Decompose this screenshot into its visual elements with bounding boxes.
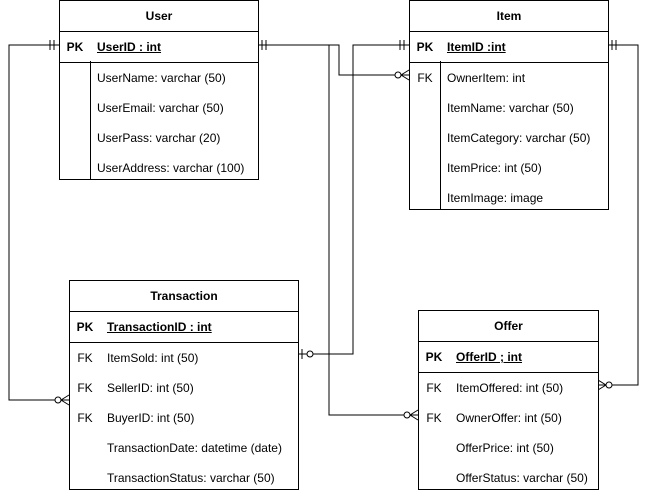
attribute-row[interactable]: UserName: varchar (50) — [60, 63, 258, 93]
attribute-name: TransactionID : int — [107, 320, 212, 334]
attribute-name: OwnerItem: int — [447, 71, 526, 85]
attribute-row[interactable]: UserAddress: varchar (100) — [60, 153, 258, 183]
one-only-marker-user-left — [49, 40, 55, 50]
one-only-marker-user-right — [261, 40, 267, 50]
attribute-name: BuyerID: int (50) — [107, 411, 195, 425]
entity-title: User — [60, 1, 258, 32]
entity-transaction[interactable]: Transaction PK TransactionID : int FK It… — [69, 280, 299, 490]
attribute-row[interactable]: ItemPrice: int (50) — [410, 153, 608, 183]
column-divider — [90, 61, 91, 179]
zero-many-marker-transaction-sellerid — [54, 394, 70, 406]
pk-row[interactable]: PK UserID : int — [60, 32, 258, 63]
key-label — [419, 433, 449, 463]
one-only-marker-item-left — [399, 40, 405, 50]
key-label — [60, 153, 90, 183]
key-label: PK — [416, 40, 434, 54]
pk-row[interactable]: PK ItemID :int — [410, 32, 608, 63]
relationship-user-transaction — [8, 44, 69, 401]
relationship-item-offer — [598, 44, 639, 386]
entity-title: Transaction — [70, 281, 298, 312]
attribute-row[interactable]: TransactionDate: datetime (date) — [70, 433, 298, 463]
relationship-item-transaction — [298, 44, 409, 355]
attribute-name: UserID : int — [97, 40, 162, 54]
one-only-marker-item-right — [611, 40, 617, 50]
key-label: FK — [426, 381, 442, 395]
key-label: FK — [77, 351, 93, 365]
attribute-row[interactable]: ItemName: varchar (50) — [410, 93, 608, 123]
key-label: FK — [426, 411, 442, 425]
attribute-row[interactable]: TransactionStatus: varchar (50) — [70, 463, 298, 493]
attribute-name: OfferID ; int — [456, 350, 522, 364]
key-label — [60, 123, 90, 153]
key-label: FK — [417, 71, 433, 85]
attribute-row[interactable]: FK SellerID: int (50) — [70, 373, 298, 403]
attribute-name: ItemSold: int (50) — [107, 351, 199, 365]
relationship-user-item-owner — [258, 44, 409, 76]
key-label — [60, 93, 90, 123]
entity-title: Offer — [419, 311, 598, 342]
pk-row[interactable]: PK OfferID ; int — [419, 342, 598, 373]
attribute-name: UserPass: varchar (20) — [97, 131, 221, 145]
key-label — [410, 183, 440, 213]
attribute-name: ItemCategory: varchar (50) — [447, 131, 591, 145]
attribute-name: ItemPrice: int (50) — [447, 161, 542, 175]
attribute-row[interactable]: FK BuyerID: int (50) — [70, 403, 298, 433]
attribute-name: OfferPrice: int (50) — [456, 441, 554, 455]
attribute-row[interactable]: OfferPrice: int (50) — [419, 433, 598, 463]
zero-many-marker-offer-owneroffer — [403, 409, 419, 421]
key-label — [60, 63, 90, 93]
attribute-name: ItemID :int — [447, 40, 506, 54]
entity-user[interactable]: User PK UserID : int UserName: varchar (… — [59, 0, 259, 180]
attribute-row[interactable]: UserEmail: varchar (50) — [60, 93, 258, 123]
attribute-name: ItemImage: image — [447, 191, 544, 205]
attribute-name: ItemOffered: int (50) — [456, 381, 564, 395]
attribute-row[interactable]: ItemCategory: varchar (50) — [410, 123, 608, 153]
attribute-row[interactable]: FK OwnerItem: int — [410, 63, 608, 93]
key-label — [410, 153, 440, 183]
key-label — [410, 93, 440, 123]
attribute-row[interactable]: FK OwnerOffer: int (50) — [419, 403, 598, 433]
key-label — [70, 433, 100, 463]
key-label — [70, 463, 100, 493]
key-label: PK — [425, 350, 443, 364]
attribute-name: UserEmail: varchar (50) — [97, 101, 224, 115]
attribute-row[interactable]: FK ItemOffered: int (50) — [419, 373, 598, 403]
key-label — [419, 463, 449, 493]
attribute-name: UserName: varchar (50) — [97, 71, 226, 85]
column-divider — [440, 61, 441, 209]
entity-item[interactable]: Item PK ItemID :int FK OwnerItem: int It… — [409, 0, 609, 210]
key-label: FK — [77, 381, 93, 395]
attribute-row[interactable]: ItemImage: image — [410, 183, 608, 213]
key-label: PK — [66, 40, 84, 54]
attribute-name: OwnerOffer: int (50) — [456, 411, 562, 425]
zero-many-marker-offer-itemoffered — [597, 379, 613, 391]
key-label — [410, 123, 440, 153]
entity-title: Item — [410, 1, 608, 32]
zero-one-marker-transaction-itemsold — [306, 350, 314, 358]
key-label: FK — [77, 411, 93, 425]
attribute-row[interactable]: OfferStatus: varchar (50) — [419, 463, 598, 493]
attribute-name: UserAddress: varchar (100) — [97, 161, 245, 175]
attribute-name: TransactionStatus: varchar (50) — [107, 471, 275, 485]
attribute-name: ItemName: varchar (50) — [447, 101, 574, 115]
pk-row[interactable]: PK TransactionID : int — [70, 312, 298, 343]
attribute-name: TransactionDate: datetime (date) — [107, 441, 282, 455]
relationship-user-offer — [258, 44, 418, 416]
attribute-name: OfferStatus: varchar (50) — [456, 471, 588, 485]
zero-many-marker-item-owneritem — [394, 69, 410, 81]
key-label: PK — [76, 320, 94, 334]
attribute-row[interactable]: UserPass: varchar (20) — [60, 123, 258, 153]
attribute-name: SellerID: int (50) — [107, 381, 194, 395]
entity-offer[interactable]: Offer PK OfferID ; int FK ItemOffered: i… — [418, 310, 599, 490]
attribute-row[interactable]: FK ItemSold: int (50) — [70, 343, 298, 373]
